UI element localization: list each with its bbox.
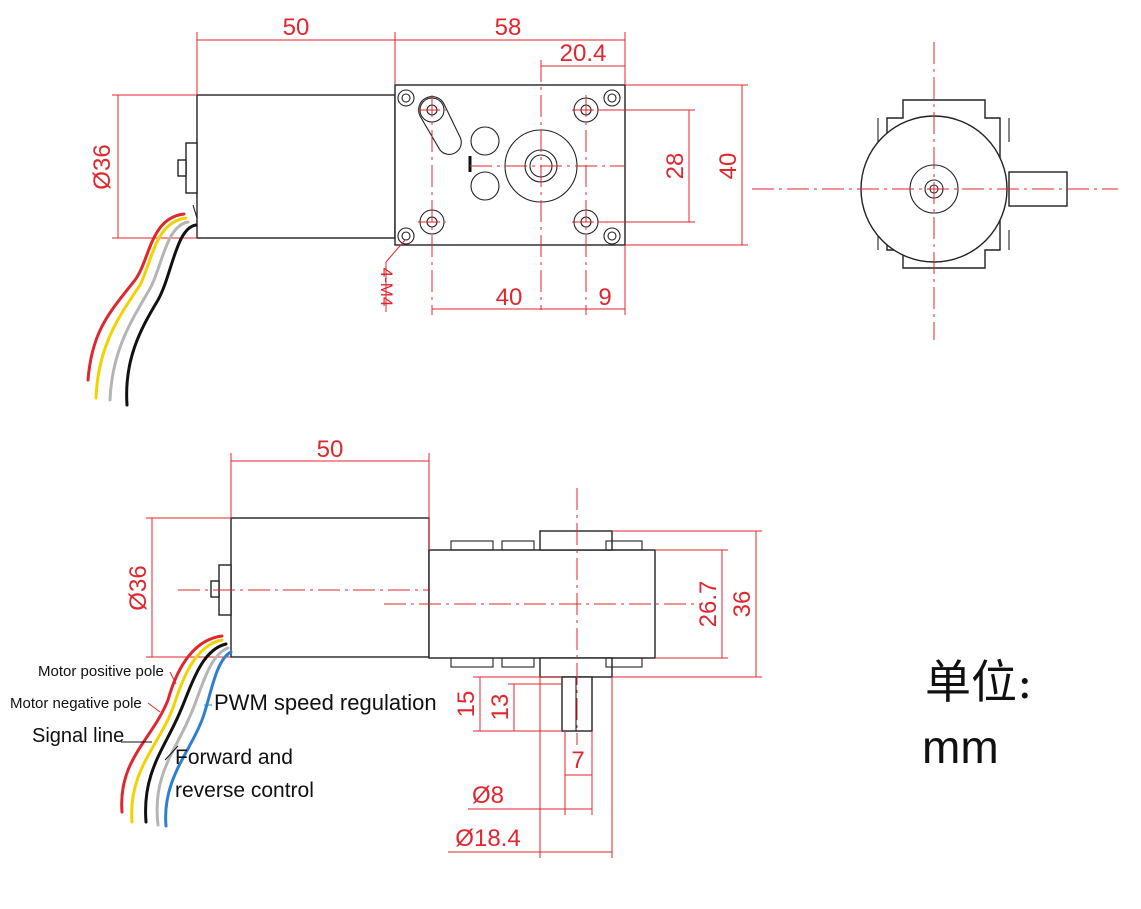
gearbox-top-boss xyxy=(539,530,613,551)
label-direction-2: reverse control xyxy=(175,779,314,802)
dim-shaft-diameter: Ø8 xyxy=(472,782,504,809)
units-label: 单位: xyxy=(925,655,1033,709)
label-signal-line: Signal line xyxy=(32,725,124,747)
units-value: mm xyxy=(922,721,999,773)
motor-body-side xyxy=(230,517,430,658)
dim-gearbox-outer: 36 xyxy=(729,591,756,618)
gearbox-bottom-boss xyxy=(539,657,613,678)
dim-motor-diameter-side: Ø36 xyxy=(125,565,152,610)
dim-motor-diameter-top: Ø36 xyxy=(89,144,116,189)
adjust-slot xyxy=(418,96,462,155)
motor-terminal-side xyxy=(210,580,220,598)
motor-terminal-top xyxy=(177,159,187,177)
dim-shaft-flat: 13 xyxy=(487,694,514,721)
dim-hole-offset: 20.4 xyxy=(560,40,607,67)
units-block: 单位: mm xyxy=(922,655,1033,773)
motor-endcap-top xyxy=(185,142,198,194)
dim-gearbox-inner: 26.7 xyxy=(695,581,722,628)
label-direction-1: Forward and xyxy=(175,746,293,769)
dim-edge-offset: 9 xyxy=(598,284,611,311)
dim-boss-diameter: Ø18.4 xyxy=(455,825,520,852)
screw-head-icon xyxy=(450,540,643,668)
dim-screw-label: 4-M4 xyxy=(377,268,396,307)
side-view xyxy=(178,488,700,745)
end-view xyxy=(752,42,1118,340)
dim-flat-width: 7 xyxy=(571,747,584,774)
corner-screw-icon xyxy=(397,89,621,245)
top-wires xyxy=(86,212,198,407)
side-wires xyxy=(120,634,233,828)
gearbox-plate xyxy=(394,84,626,246)
dim-hole-spacing-h: 40 xyxy=(496,284,523,311)
dim-motor-length-side: 50 xyxy=(317,436,344,463)
dim-gearbox-length: 58 xyxy=(495,14,522,41)
label-motor-positive: Motor positive pole xyxy=(38,663,164,680)
top-dimensions: 50 58 20.4 Ø36 28 40 40 9 4-M4 xyxy=(89,14,748,315)
motor-body-top xyxy=(196,94,396,239)
wire-labels: Motor positive pole Motor negative pole … xyxy=(10,663,437,802)
label-pwm: PWM speed regulation xyxy=(214,690,437,715)
top-view xyxy=(177,60,626,315)
dim-motor-length: 50 xyxy=(283,14,310,41)
dim-hole-spacing-v: 28 xyxy=(662,153,689,180)
label-motor-negative: Motor negative pole xyxy=(10,695,142,712)
dim-gearbox-height: 40 xyxy=(715,153,742,180)
dim-shaft-total: 15 xyxy=(453,691,480,718)
